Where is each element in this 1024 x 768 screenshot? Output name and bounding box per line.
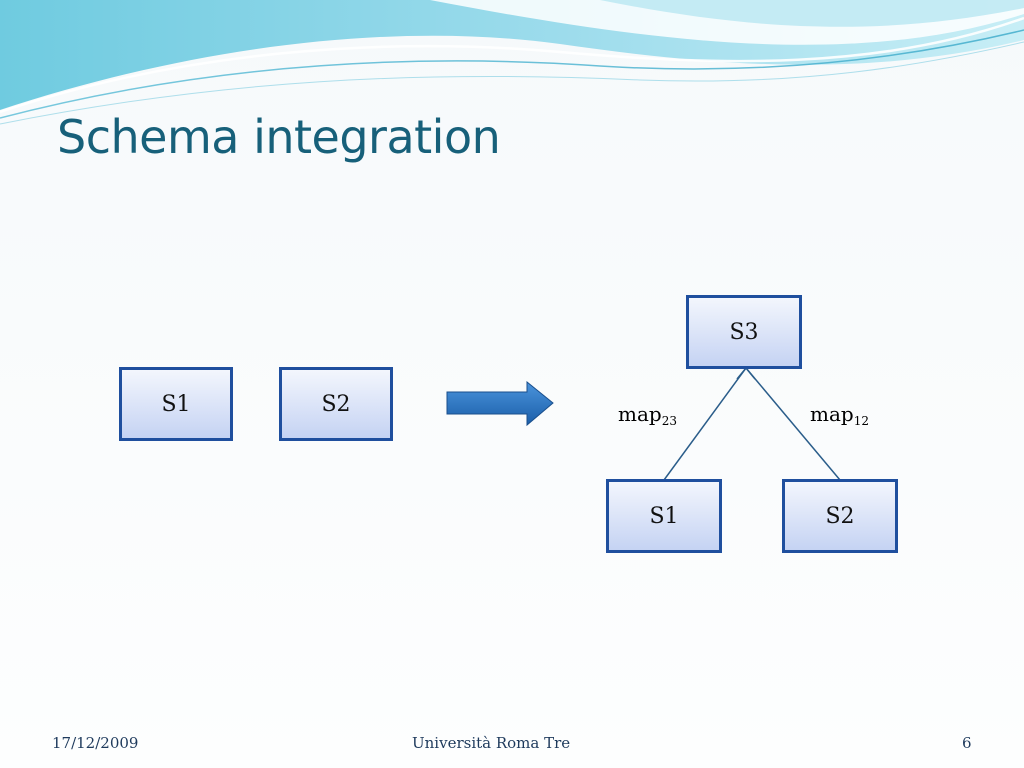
right-arrow-icon bbox=[446, 380, 554, 427]
left-schema-s2-box: S2 bbox=[279, 367, 393, 441]
mapping-label-23: map23 bbox=[618, 402, 677, 428]
right-schema-s1-label: S1 bbox=[649, 503, 679, 529]
mapping-label-12-subscript: 12 bbox=[853, 414, 869, 428]
header-wave-decoration bbox=[0, 0, 1024, 125]
connector-s1-to-s3 bbox=[663, 367, 747, 481]
right-schema-s2-box: S2 bbox=[782, 479, 898, 553]
slide-title: Schema integration bbox=[57, 110, 501, 164]
footer-date: 17/12/2009 bbox=[52, 734, 139, 752]
footer-page-number: 6 bbox=[962, 734, 972, 752]
mapping-label-12: map12 bbox=[810, 402, 869, 428]
right-schema-s2-label: S2 bbox=[825, 503, 855, 529]
right-schema-s1-box: S1 bbox=[606, 479, 722, 553]
mapping-label-12-base: map bbox=[810, 402, 854, 426]
left-schema-s2-label: S2 bbox=[321, 391, 351, 417]
integrated-schema-s3-box: S3 bbox=[686, 295, 802, 369]
left-schema-s1-box: S1 bbox=[119, 367, 233, 441]
footer-organization: Università Roma Tre bbox=[412, 734, 571, 752]
mapping-label-23-subscript: 23 bbox=[661, 414, 677, 428]
integrated-schema-s3-label: S3 bbox=[729, 319, 759, 345]
connector-s2-to-s3 bbox=[745, 367, 841, 481]
mapping-label-23-base: map bbox=[618, 402, 662, 426]
left-schema-s1-label: S1 bbox=[161, 391, 191, 417]
